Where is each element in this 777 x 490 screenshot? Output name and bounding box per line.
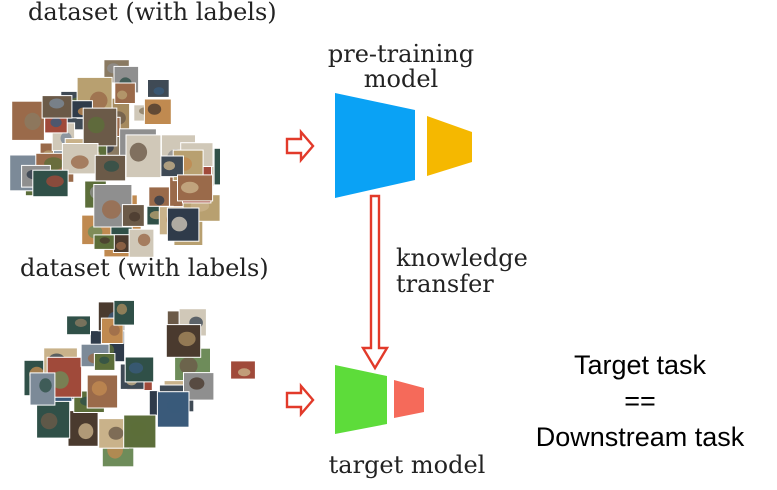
photo-thumbnail-detail xyxy=(24,112,41,130)
photo-thumbnail-detail xyxy=(130,421,147,437)
knowledge-transfer-label-line2: transfer xyxy=(396,270,494,298)
photo-thumbnail-detail xyxy=(179,357,198,375)
photo-thumbnail-detail xyxy=(46,175,64,188)
top-dataset-label: dataset (with labels) xyxy=(28,0,277,26)
pretrain-model-head xyxy=(427,116,472,176)
photo-thumbnail-detail xyxy=(70,155,89,169)
photo-thumbnail-detail xyxy=(189,377,205,390)
photo-thumbnail-detail xyxy=(163,161,175,171)
target-model-head xyxy=(394,380,424,418)
photo-thumbnail-detail xyxy=(147,103,162,115)
equals-text: == xyxy=(624,386,656,416)
photo-thumbnail-detail xyxy=(50,117,62,128)
photo-thumbnail-detail xyxy=(102,200,121,219)
photo-thumbnail-detail xyxy=(108,426,124,440)
bottom-dataset-label: dataset (with labels) xyxy=(20,254,269,282)
photo-thumbnail-detail xyxy=(51,371,69,389)
photo-thumbnail-detail xyxy=(128,362,144,374)
photo-thumbnail-detail xyxy=(167,397,183,414)
photo-thumbnail-detail xyxy=(117,90,128,100)
dataset-to-pretrain-arrow xyxy=(285,128,315,164)
photo-thumbnail xyxy=(86,374,119,409)
photo-thumbnail-detail xyxy=(171,216,188,232)
knowledge-transfer-label-line1: knowledge xyxy=(396,244,528,272)
photo-thumbnail-detail xyxy=(129,211,141,222)
top-dataset-image-collage xyxy=(9,59,221,258)
photo-thumbnail-detail xyxy=(74,318,87,327)
photo-thumbnail-detail xyxy=(181,181,199,194)
photo-thumbnail-detail xyxy=(178,331,196,347)
photo-thumbnail-detail xyxy=(238,368,251,377)
photo-thumbnail-detail xyxy=(91,381,107,396)
photo-thumbnail-detail xyxy=(40,412,58,430)
photo-thumbnail-detail xyxy=(103,160,120,172)
photo-thumbnail-detail xyxy=(49,98,65,109)
pretrain-model-label-line2: model xyxy=(364,65,438,93)
knowledge-transfer-arrow xyxy=(360,194,390,371)
target-model-label: target model xyxy=(329,451,486,479)
downstream-task-text: Downstream task xyxy=(536,422,745,452)
bottom-dataset-image-collage xyxy=(23,299,256,468)
photo-thumbnail-detail xyxy=(153,87,165,95)
pretrain-model-body xyxy=(335,93,415,198)
photo-thumbnail-detail xyxy=(99,356,110,364)
photo-thumbnail-detail xyxy=(39,378,52,393)
photo-thumbnail-detail xyxy=(129,142,148,162)
photo-thumbnail-detail xyxy=(137,233,151,247)
photo-thumbnail-detail xyxy=(78,423,94,440)
photo-thumbnail-detail xyxy=(109,324,120,336)
target-task-text: Target task xyxy=(574,350,707,380)
photo-thumbnail-detail xyxy=(89,91,108,110)
photo-thumbnail-detail xyxy=(116,241,126,251)
dataset-to-target-arrow xyxy=(285,382,315,418)
photo-thumbnail-detail xyxy=(99,237,110,244)
photo-thumbnail-detail xyxy=(154,195,165,206)
photo-thumbnail-detail xyxy=(87,116,105,134)
target-model-body xyxy=(335,365,387,434)
photo-thumbnail-detail xyxy=(116,303,128,315)
pretrain-model-label-line1: pre-training xyxy=(328,40,474,68)
